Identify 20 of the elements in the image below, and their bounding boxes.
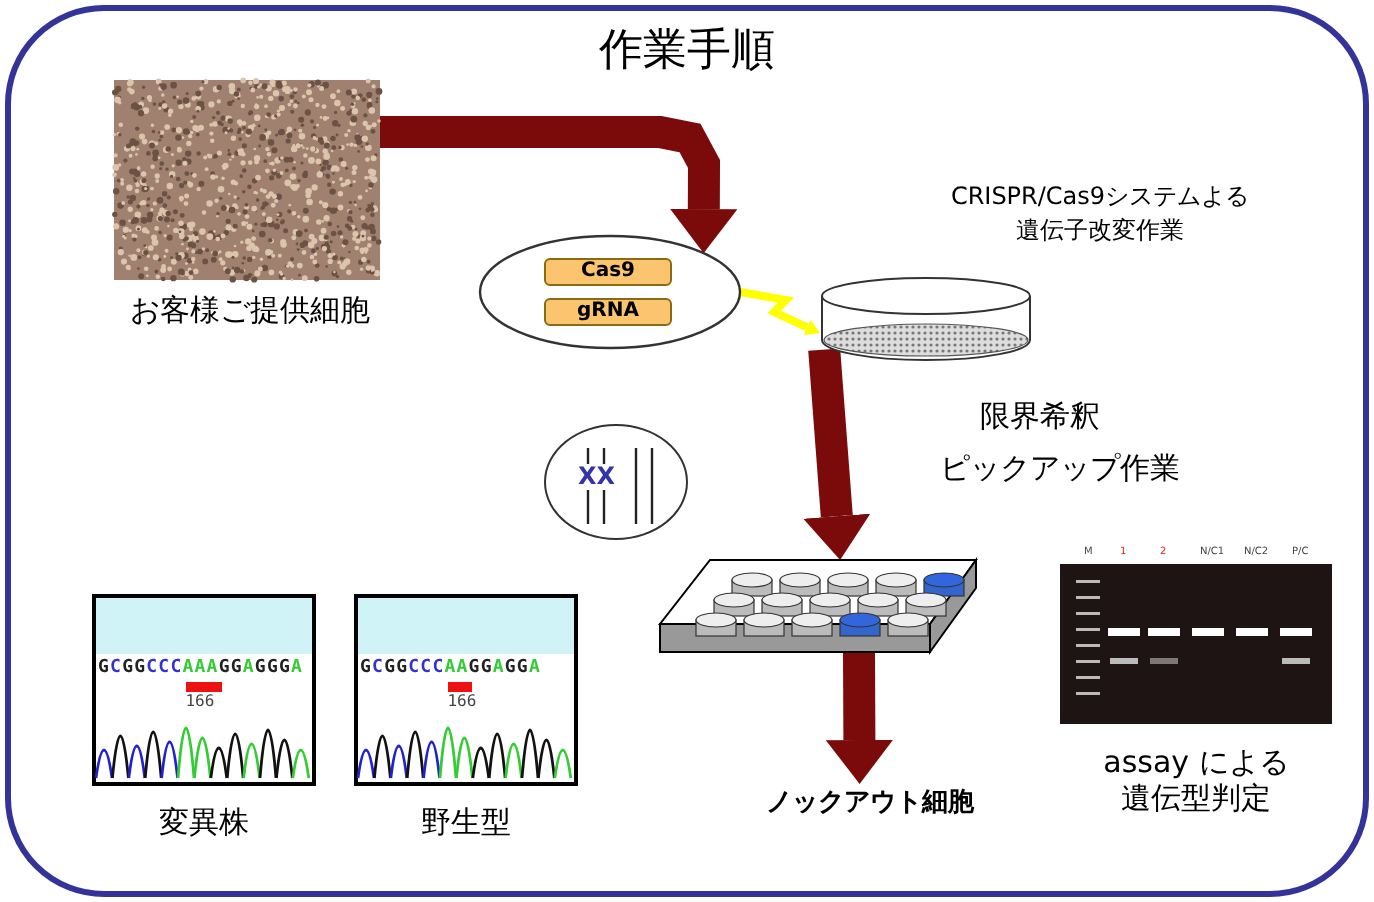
lightning-bolt xyxy=(739,288,820,335)
image-label: 変異株 xyxy=(157,804,251,840)
sequence-text: GCGGCCCAAAGGAGGGA xyxy=(98,658,306,678)
image-label: お客様ご提供細胞 xyxy=(128,292,372,328)
result-label: ノックアウト細胞 xyxy=(764,786,976,820)
gene-label: gRNA xyxy=(544,298,672,326)
image-label: 野生型 xyxy=(419,804,513,840)
position-number: 166 xyxy=(447,692,477,710)
process-arrow xyxy=(803,348,871,561)
mutation-mark: XX xyxy=(578,464,616,490)
process-arrow xyxy=(825,651,893,784)
step-note: 限界希釈 xyxy=(978,396,1102,436)
gene-label: Cas9 xyxy=(544,258,672,286)
image-label: assay による遺伝型判定 xyxy=(1101,744,1291,816)
title: 作業手順 xyxy=(597,24,777,80)
sequence-text: GCGGCCCAAGGAGGA xyxy=(360,658,543,678)
step-note: CRISPR/Cas9システムよる遺伝子改変作業 xyxy=(948,180,1252,248)
position-number: 166 xyxy=(185,692,215,710)
process-arrow xyxy=(380,116,738,254)
step-note: ピックアップ作業 xyxy=(938,448,1182,488)
